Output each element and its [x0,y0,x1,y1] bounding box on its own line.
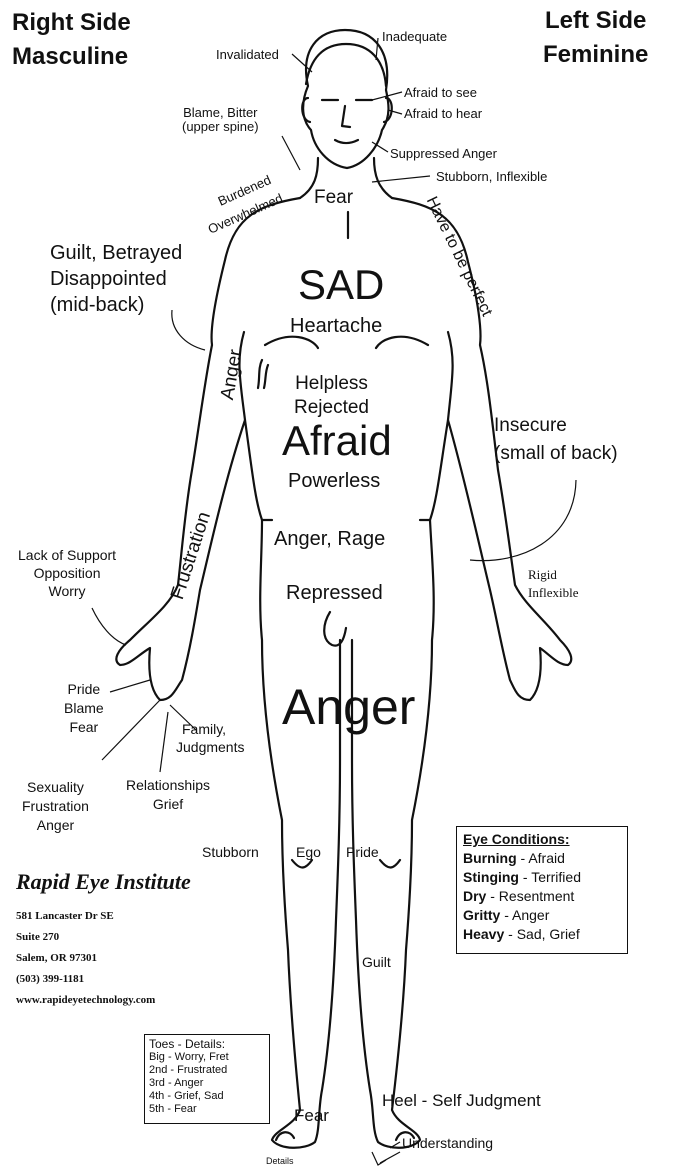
label-fear-throat: Fear [314,188,353,209]
eye-conditions-box: Eye Conditions: Burning - Afraid Stingin… [456,826,628,954]
label-family-judgments: Family, Judgments [176,720,244,756]
label-afraid-to-hear: Afraid to hear [404,107,482,121]
toe-row: 5th - Fear [149,1103,265,1116]
label-inadequate: Inadequate [382,30,447,44]
label-relationships-grief: Relationships Grief [126,776,210,814]
label-powerless: Powerless [288,470,380,492]
label-suppressed-anger: Suppressed Anger [390,147,497,161]
toe-row: 3rd - Anger [149,1077,265,1090]
label-helpless-rejected: Helpless Rejected [294,372,369,420]
label-sexuality: Sexuality Frustration Anger [22,778,89,835]
label-lack-of-support: Lack of Support Opposition Worry [18,546,116,600]
institute-name: Rapid Eye Institute [16,870,191,894]
toes-details-box: Toes - Details: Big - Worry, Fret 2nd - … [144,1034,270,1124]
institute-address: 581 Lancaster Dr SE Suite 270 Salem, OR … [16,906,155,1011]
eye-row: Dry - Resentment [463,887,621,906]
label-understanding: Understanding [402,1136,493,1151]
label-details: Details [266,1157,294,1167]
right-side-heading: Right Side Masculine [12,6,131,74]
label-fear-foot: Fear [294,1107,329,1126]
label-stubborn-inflexible: Stubborn, Inflexible [436,170,547,184]
label-ego: Ego [296,845,321,860]
label-stubborn-knee: Stubborn [202,845,259,860]
label-anger-big: Anger [282,680,415,735]
label-sad: SAD [298,262,384,308]
label-afraid: Afraid [282,418,392,464]
label-guilt-leg: Guilt [362,955,391,970]
eye-conditions-title: Eye Conditions: [463,831,621,847]
toe-row: 4th - Grief, Sad [149,1090,265,1103]
label-afraid-to-see: Afraid to see [404,86,477,100]
toes-title: Toes - Details: [149,1038,265,1051]
hair-outline [306,44,386,86]
label-heel: Heel - Self Judgment [382,1092,541,1111]
label-blame-bitter: Blame, Bitter (upper spine) [182,106,259,135]
eye-row: Stinging - Terrified [463,868,621,887]
left-side-heading: Left Side Feminine [543,4,648,72]
toe-row: Big - Worry, Fret [149,1051,265,1064]
label-heartache: Heartache [290,315,382,337]
label-invalidated: Invalidated [216,48,279,62]
toe-row: 2nd - Frustrated [149,1064,265,1077]
label-pride-knee: Pride [346,845,379,860]
label-rigid: Rigid Inflexible [528,566,579,602]
label-guilt-betrayed: Guilt, Betrayed Disappointed (mid-back) [50,240,182,318]
label-insecure: Insecure (small of back) [494,412,618,468]
label-repressed: Repressed [286,582,383,604]
eye-row: Burning - Afraid [463,849,621,868]
eye-row: Heavy - Sad, Grief [463,925,621,944]
label-pride-blame-fear: Pride Blame Fear [64,680,104,737]
label-anger-rage: Anger, Rage [274,528,385,550]
eye-row: Gritty - Anger [463,906,621,925]
